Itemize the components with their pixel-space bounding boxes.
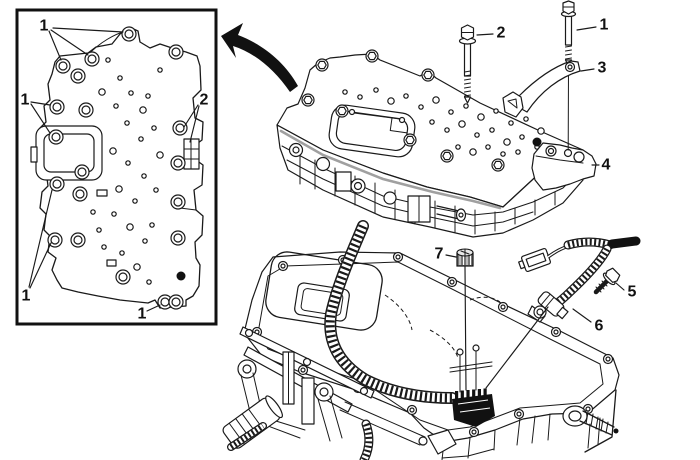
grommet-7 xyxy=(445,248,474,391)
callout-inset-bolt-bottom: 1 xyxy=(138,306,147,323)
callout-bolt-long: 1 xyxy=(600,17,609,34)
case-lower-wall xyxy=(441,413,551,460)
connector-bracket-posts xyxy=(449,344,493,393)
callout-sensor-bolt: 5 xyxy=(628,284,637,301)
valve-body-corner-block xyxy=(531,142,597,191)
callout-grommet: 7 xyxy=(435,246,444,263)
sensor-bolt-5 xyxy=(593,267,621,295)
callout-bracket: 3 xyxy=(598,60,607,77)
speed-sensor xyxy=(537,291,569,320)
case-wall-stud xyxy=(562,389,619,453)
callout-inset-bolts-right: 2 xyxy=(200,92,209,109)
inset-callout-leaders xyxy=(28,27,200,312)
curved-arrow-icon xyxy=(221,23,298,92)
manual-valve-pin xyxy=(436,205,467,222)
callout-valve-body: 4 xyxy=(602,157,611,174)
main-callouts: 2 1 3 4 5 6 7 xyxy=(435,17,637,335)
bolt-1-long xyxy=(560,0,577,151)
bracket-3 xyxy=(502,60,581,118)
case-connector-block xyxy=(452,388,495,427)
inset-detail-box: 1 1 1 1 2 xyxy=(15,8,218,326)
inset-passage-holes xyxy=(90,57,164,285)
callout-inset-bolts-top: 1 xyxy=(40,18,49,35)
inset-accumulator-block xyxy=(183,138,200,170)
callout-bolt-short: 2 xyxy=(497,25,506,42)
valve-body-ports xyxy=(288,142,431,223)
valve-body-top-holes xyxy=(342,87,545,157)
callout-inset-bolts-left: 1 xyxy=(21,92,30,109)
callout-inset-bolts-lower-left: 1 xyxy=(22,288,31,305)
inset-bolts xyxy=(47,26,188,310)
harness-connector xyxy=(518,247,551,273)
callout-harness: 6 xyxy=(595,318,604,335)
valve-body-assembly xyxy=(276,49,597,238)
solenoid-cylinder xyxy=(222,395,283,449)
harness-boot xyxy=(607,236,641,249)
internal-linkage xyxy=(222,326,457,455)
sensor-harness-6 xyxy=(485,236,641,389)
valve-body-lower-layers xyxy=(276,124,584,238)
bolt-2-short xyxy=(458,24,477,104)
